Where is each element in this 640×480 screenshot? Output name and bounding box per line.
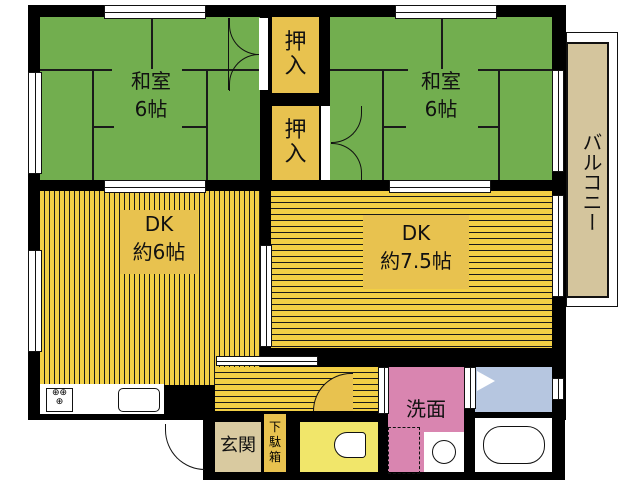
window [552, 378, 564, 400]
room-label-dk-right: DK 約7.5帖 [363, 215, 469, 289]
room-name: DK [401, 221, 431, 245]
window [552, 70, 564, 172]
room-washroom: 洗面 [388, 367, 464, 474]
window [464, 367, 476, 409]
room-label-washitsu-right: 和室 6帖 [396, 67, 486, 123]
room-name: 和室 [421, 69, 461, 93]
room-dk-right: DK 約7.5帖 [271, 191, 552, 348]
window [104, 180, 206, 193]
room-label-balcony: バルコニー [579, 132, 603, 232]
window [552, 195, 564, 297]
room-washitsu-right: 和室 6帖 [330, 17, 552, 180]
window [216, 356, 318, 366]
window [28, 72, 42, 174]
room-balcony: バルコニー [566, 42, 609, 298]
room-oshiire-top: 押 入 [272, 17, 319, 93]
bath-door-icon [477, 371, 495, 391]
window [260, 245, 272, 347]
hallway [215, 367, 378, 411]
room-name: DK [144, 212, 174, 236]
kitchen-counter: ⊕⊕⊕ [40, 384, 164, 414]
entrance-door-swing-icon [165, 424, 205, 470]
washing-machine-space [388, 427, 420, 474]
room-size: 約6帖 [132, 240, 186, 264]
room-shoe-box: 下 駄 箱 [264, 414, 286, 472]
room-label-washitsu-left: 和室 6帖 [106, 67, 196, 123]
room-size: 約7.5帖 [380, 249, 452, 273]
window [389, 180, 491, 193]
door-swing-icon [228, 18, 260, 91]
room-label-washroom: 洗面 [406, 397, 446, 421]
room-dk-left: DK 約6帖 [40, 191, 260, 385]
room-name: 和室 [131, 69, 171, 93]
bathtub-icon [475, 418, 552, 472]
room-label-dk-left: DK 約6帖 [120, 210, 198, 274]
window [28, 250, 42, 352]
door-swing-icon [331, 106, 365, 180]
room-washitsu-left: 和室 6帖 [40, 17, 260, 180]
window [395, 5, 497, 19]
room-toilet [300, 422, 378, 472]
stove-icon: ⊕⊕⊕ [46, 388, 73, 412]
washbasin-icon [424, 432, 464, 472]
room-size: 6帖 [134, 97, 168, 121]
sink-icon [118, 388, 160, 412]
room-entrance: 玄関 [215, 422, 261, 472]
window [104, 5, 206, 19]
room-oshiire-bottom: 押 入 [272, 106, 319, 180]
room-size: 6帖 [424, 97, 458, 121]
closet-door-panel [321, 106, 330, 180]
closet-door-panel [259, 18, 268, 90]
toilet-icon [334, 432, 366, 458]
room-label-entrance: 玄関 [220, 435, 256, 456]
room-bathroom [475, 367, 552, 412]
window [378, 367, 389, 414]
